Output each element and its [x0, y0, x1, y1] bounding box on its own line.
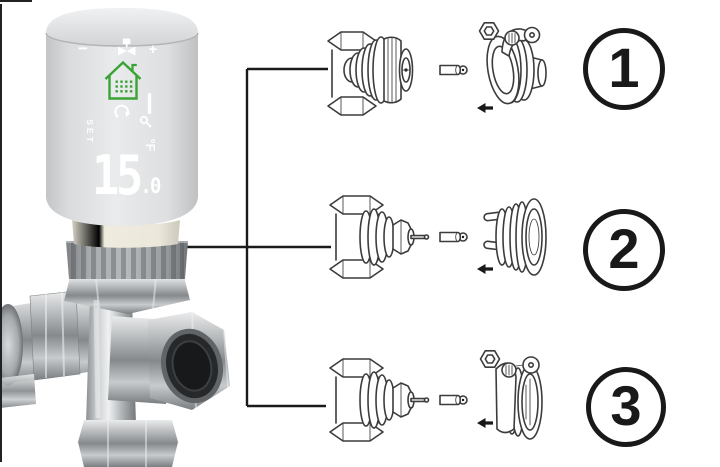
house-dot-grid — [115, 80, 133, 93]
minus-label[interactable]: − — [78, 39, 88, 58]
compatibility-row-2 — [329, 195, 547, 279]
valve-drawing-spindle — [329, 358, 430, 442]
compatibility-row-1 — [327, 21, 547, 116]
unit-label: °F — [143, 139, 157, 152]
pin-drawing — [439, 394, 468, 406]
sync-icon — [114, 104, 131, 119]
badge-number: 2 — [608, 217, 640, 280]
house-icon — [104, 60, 142, 100]
left-pipe-endcap — [0, 304, 23, 386]
left-lower-fitting — [0, 374, 36, 408]
badge-number: 3 — [610, 374, 642, 437]
signal-bar-icon — [147, 93, 152, 114]
valve-body-photo — [0, 276, 230, 467]
thermostat-photo: − + — [0, 8, 230, 467]
bottom-hex-nut — [78, 420, 178, 467]
valve-drawing-spindle — [329, 195, 430, 279]
number-badge-1: 1 — [583, 28, 665, 110]
key-icon — [139, 115, 152, 128]
temperature-value: 15 — [92, 144, 141, 207]
top-edge-stub — [0, 0, 32, 2]
number-badge-3: 3 — [586, 367, 666, 447]
head-seam — [45, 32, 199, 47]
adapter-drawing-clamp — [478, 21, 547, 105]
valve-drawing-m30 — [327, 31, 414, 116]
plus-label[interactable]: + — [149, 41, 158, 58]
left-arrow-icon — [477, 418, 493, 428]
left-pipe-nut — [29, 290, 81, 381]
adapter-drawing-two-prong — [483, 198, 547, 276]
number-badge-2: 2 — [583, 209, 665, 291]
temperature-decimal: .0 — [140, 173, 160, 198]
pin-drawing — [439, 64, 468, 76]
adapter-drawing-clamp-strap — [479, 349, 543, 440]
hex-nut — [478, 21, 500, 41]
valve-icon — [118, 38, 136, 56]
thermostat-display: − + — [78, 38, 162, 207]
set-label: SET — [85, 119, 95, 145]
compatibility-row-3 — [329, 349, 543, 442]
left-edge-line — [0, 4, 2, 462]
pin-drawing — [439, 231, 468, 243]
left-arrow-icon — [477, 103, 493, 113]
left-arrow-icon — [477, 264, 493, 274]
collar-ring — [72, 220, 180, 248]
head-top-cap — [46, 8, 198, 46]
right-pipe-opening — [161, 328, 223, 404]
valve-top-hex — [64, 277, 190, 314]
hex-nut — [479, 349, 501, 369]
badge-number: 1 — [608, 36, 640, 99]
thermostat-head: − + — [45, 8, 199, 226]
